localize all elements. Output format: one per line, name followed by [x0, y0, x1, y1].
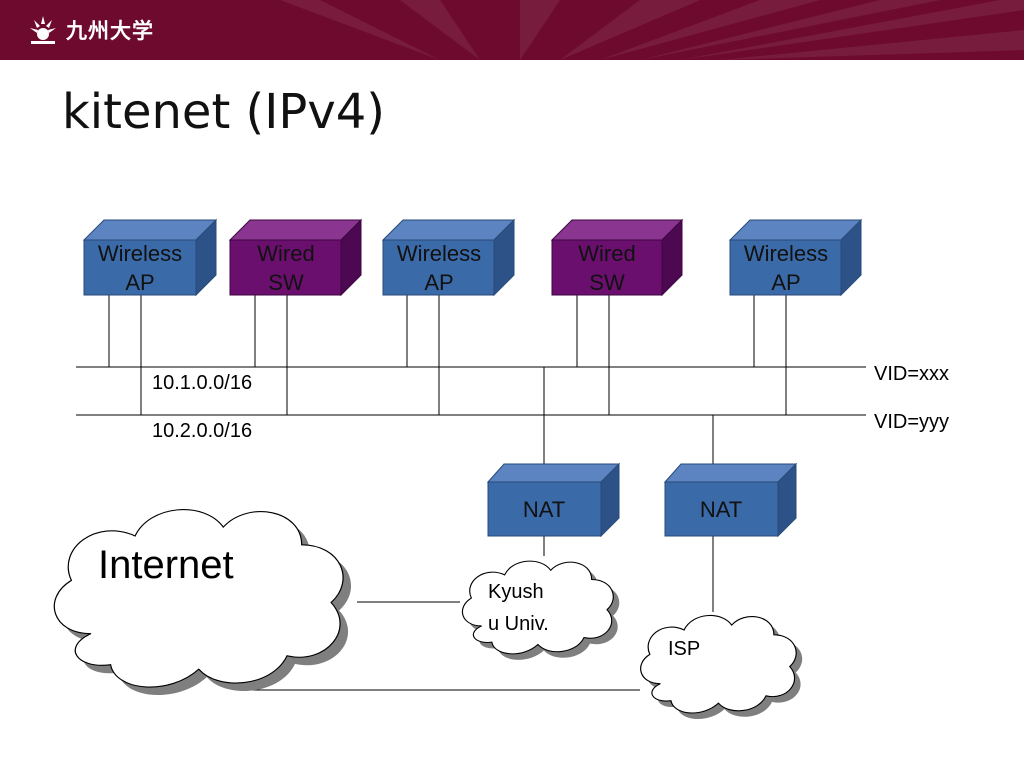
university-logo: 九州大学 [28, 12, 154, 48]
wired-switch-2: Wired SW [550, 218, 684, 297]
nat-box-1: NAT [486, 462, 621, 538]
wireless-ap-2: Wireless AP [381, 218, 516, 297]
isp-cloud: ISP [639, 614, 803, 719]
subnet-2-label: 10.2.0.0/16 [152, 420, 252, 442]
kyushu-university-emblem-icon [30, 16, 56, 44]
kyushu-univ-cloud: Kyush u Univ. [461, 560, 620, 660]
university-name: 九州大学 [66, 19, 154, 43]
ap3-label-line1: Wireless [744, 241, 828, 266]
network-links [76, 295, 866, 691]
slide-header-bar: 九州大学 [0, 0, 1024, 60]
ap2-label-line1: Wireless [397, 241, 481, 266]
ap1-label-line1: Wireless [98, 241, 182, 266]
ap3-label-line2: AP [771, 270, 800, 295]
ap1-label-line2: AP [125, 270, 154, 295]
internet-cloud: Internet [53, 508, 352, 696]
header-rays-decoration [280, 0, 1024, 60]
kyushu-label-line1: Kyush [488, 581, 544, 603]
nat2-label: NAT [700, 497, 742, 522]
sw2-label-line2: SW [589, 270, 625, 295]
sw1-label-line2: SW [268, 270, 304, 295]
nat-box-2: NAT [663, 462, 798, 538]
internet-label: Internet [98, 543, 234, 587]
nat1-label: NAT [523, 497, 565, 522]
kyushu-label-line2: u Univ. [488, 613, 549, 635]
ap2-label-line2: AP [424, 270, 453, 295]
wired-switch-1: Wired SW [228, 218, 363, 297]
isp-label: ISP [668, 638, 700, 660]
vid-yyy-label: VID=yyy [874, 411, 949, 433]
vid-xxx-label: VID=xxx [874, 363, 949, 385]
wireless-ap-3: Wireless AP [728, 218, 863, 297]
wireless-ap-1: Wireless AP [82, 218, 218, 297]
slide-title: kitenet (IPv4) [62, 84, 386, 140]
sw2-label-line1: Wired [578, 241, 635, 266]
subnet-1-label: 10.1.0.0/16 [152, 372, 252, 394]
sw1-label-line1: Wired [257, 241, 314, 266]
